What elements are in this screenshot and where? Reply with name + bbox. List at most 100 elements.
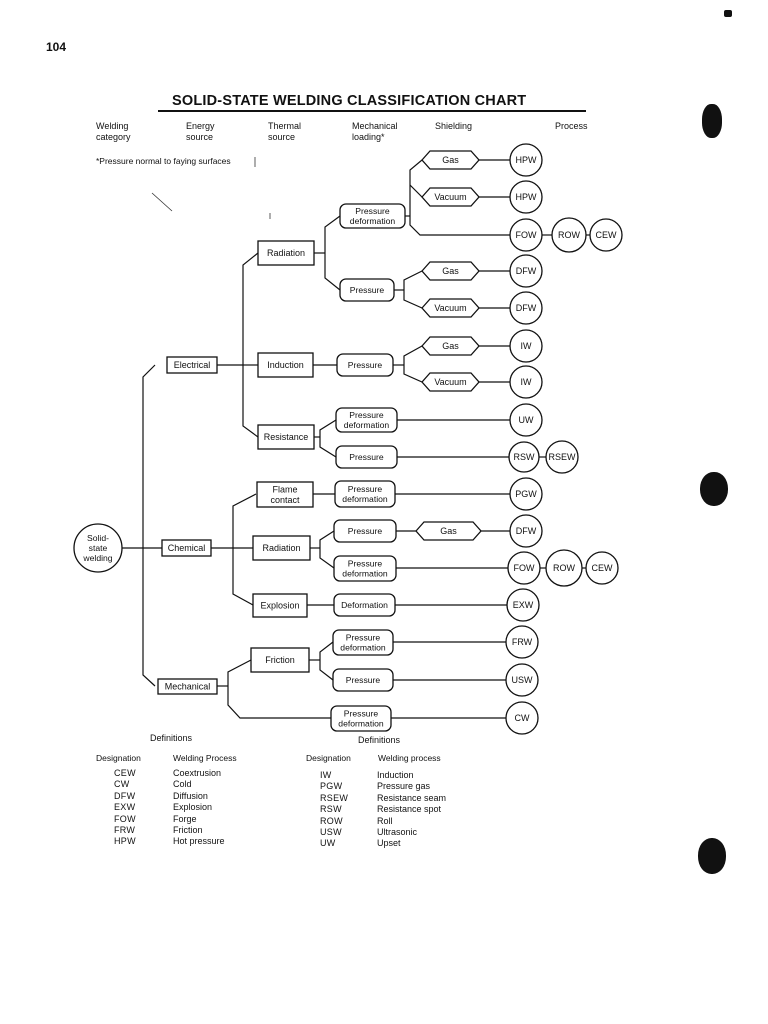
process-cw [505,701,539,735]
shielding-gas-box [421,150,480,170]
definition-code: FRW [114,825,136,836]
designation-header-right: Designation [306,753,351,763]
welding-process-header-left: Welding Process [173,753,237,763]
process-cew-label: CEW [592,563,614,573]
definition-code: IW [320,770,332,780]
binder-hole-middle [700,472,728,506]
definition-process: Resistance spot [377,804,442,815]
process-iw-label: IW [521,377,533,387]
definition-row: UW Upset [320,838,446,849]
root-label: welding [82,553,112,563]
connector-line [324,215,341,291]
loading-pressure-deformation-box [339,203,406,229]
process-frw-label: FRW [512,637,533,647]
connector-line [403,270,423,309]
process-dfw-label: DFW [516,526,537,536]
energy-flame-contact-label: contact [270,495,300,505]
process-hpw-label: HPW [516,192,538,202]
shielding-gas-box [421,336,480,356]
definition-process: Pressure gas [377,781,431,792]
connector-line [232,493,257,606]
loading-pressure-deformation-box [334,480,396,508]
root-solid-state-welding-node [73,523,123,573]
process-pgw [509,477,543,511]
designation-header-left: Designation [96,753,141,763]
connector-line [319,641,334,681]
process-cew [589,218,623,252]
loading-pressure-deformation-label: Pressure [346,633,381,643]
loading-pressure-deformation-label: Pressure [348,559,383,569]
definition-code: HPW [114,836,136,847]
process-fow-label: FOW [516,230,537,240]
loading-pressure-deformation-label: deformation [340,643,386,653]
process-usw [505,663,539,697]
shielding-vacuum-label: Vacuum [434,192,466,202]
shielding-vacuum-box [421,298,480,318]
process-usw-label: USW [512,675,534,685]
category-mechanical-label: Mechanical [165,682,211,692]
shielding-gas-label: Gas [442,155,459,165]
title-rule [158,110,586,112]
connector-line [409,159,510,236]
energy-resistance-box [257,424,315,450]
process-exw-label: EXW [513,600,534,610]
stray-mark [151,192,173,212]
energy-friction-label: Friction [265,655,295,665]
loading-pressure-deformation-label: Pressure [349,410,384,420]
loading-pressure-deformation-label: deformation [342,569,388,579]
process-rsew-label: RSEW [549,452,577,462]
process-fow [509,218,543,252]
connector-line [409,184,423,198]
definition-code: CEW [114,768,136,778]
category-chemical-box [161,539,212,557]
process-cew-label: CEW [596,230,618,240]
definition-process: Upset [377,838,401,849]
connector-line [319,530,335,569]
welding-process-header-right: Welding process [378,753,441,763]
connector-line [403,345,423,383]
binder-hole-top [702,104,722,138]
footnote: *Pressure normal to faying surfaces [96,156,231,166]
definition-process: Resistance seam [377,792,447,803]
definition-code: CW [114,779,130,790]
energy-explosion-box [252,593,308,618]
loading-pressure-deformation-label: deformation [350,216,396,226]
process-row-label: ROW [558,230,581,240]
loading-pressure-label: Pressure [348,360,383,370]
definition-code: UW [320,838,336,849]
process-exw [506,588,540,622]
process-iw-label: IW [521,341,533,351]
loading-pressure-box [339,278,395,302]
process-dfw-label: DFW [516,303,537,313]
energy-flame-contact-box [256,481,314,508]
loading-pressure-deformation-label: deformation [338,719,384,729]
energy-radiation-chemical-label: Radiation [262,543,300,553]
definition-code: USW [320,827,342,838]
process-uw-label: UW [519,415,534,425]
shielding-vacuum-label: Vacuum [434,377,466,387]
loading-pressure-label: Pressure [350,285,385,295]
loading-pressure-box [336,353,394,377]
process-rsw [508,441,540,473]
category-mechanical-box [157,678,218,695]
loading-pressure-deformation-box [333,555,397,582]
connector-line [319,419,337,458]
definition-process: Cold [173,779,192,790]
connector-line [242,252,259,438]
connector-line [227,659,331,719]
binder-hole-bottom [698,838,726,874]
definitions-heading-left: Definitions [150,733,193,743]
definition-code: DFW [114,790,136,801]
loading-pressure-deformation-label: Pressure [355,206,390,216]
shielding-vacuum-label: Vacuum [434,303,466,313]
process-fow-label: FOW [514,563,535,573]
